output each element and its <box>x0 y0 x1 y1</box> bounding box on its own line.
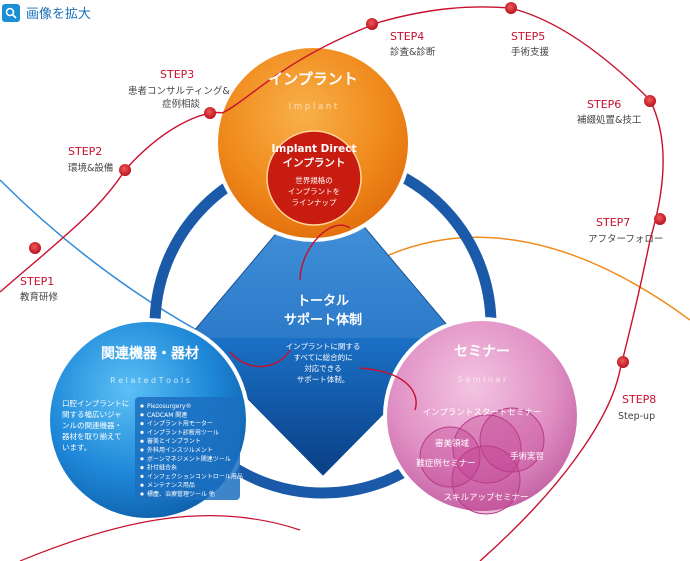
related-intro-3: ンルの関連機器・ <box>62 420 122 430</box>
step7-desc: アフターフォロー <box>588 234 663 245</box>
center-body-2: すべてに総合的に <box>293 352 352 362</box>
step2-dot <box>119 164 131 176</box>
step6-dot <box>644 95 656 107</box>
seminar-circle <box>383 317 581 515</box>
seminar-subtitle: S e m i n a r <box>458 375 507 384</box>
related-item-bullet <box>140 404 144 408</box>
related-item: インプラント診断用ツール <box>147 428 219 436</box>
implant-tagline-1: 世界規格の <box>295 175 333 185</box>
search-icon <box>2 3 20 22</box>
related-item-bullet <box>140 430 144 434</box>
step5-desc: 手術支援 <box>511 46 550 58</box>
related-subtitle: R e l a t e d T o o l s <box>110 376 190 385</box>
related-intro-5: います。 <box>62 443 91 452</box>
related-intro-1: 口腔インプラントに <box>62 398 129 408</box>
related-item-bullet <box>140 483 144 487</box>
related-item: ボーンマネジメント関連ツール <box>147 455 231 463</box>
zoom-image-label: 画像を拡大 <box>26 7 92 22</box>
related-item: インプラント用モーター <box>147 420 213 428</box>
related-item-bullet <box>140 492 144 496</box>
step8-desc: Step-up <box>618 411 655 422</box>
step3-label: STEP3 <box>160 68 194 81</box>
related-item: 針付縫合糸 <box>147 464 177 472</box>
seminar-title: セミナー <box>454 344 510 360</box>
step1-dot <box>29 242 41 254</box>
related-item: メンテナンス用品 <box>147 482 195 489</box>
step1-label: STEP1 <box>20 275 54 288</box>
inner-arrow-curve-3 <box>359 367 417 411</box>
step3-desc-2: 症例相談 <box>162 98 201 110</box>
related-item: CADCAM 関連 <box>147 411 187 419</box>
inner-arrow-curve-2 <box>229 349 291 368</box>
step4-dot <box>366 18 378 30</box>
step5-label: STEP5 <box>511 30 545 43</box>
seminar-item-aesthetic: 審美領域 <box>435 438 470 449</box>
implant-subtitle: I m p l a n t <box>289 102 338 112</box>
step6-label: STEP6 <box>587 98 621 111</box>
step7-label: STEP7 <box>596 216 630 229</box>
step3-dot <box>204 107 216 119</box>
related-title: 関連機器・器材 <box>101 345 199 362</box>
related-intro-2: 関する幅広いジャ <box>62 409 122 419</box>
related-item-bullet <box>140 457 144 461</box>
step2-label: STEP2 <box>68 145 102 158</box>
step-dots <box>29 2 666 368</box>
step3-desc-1: 患者コンサルティング& <box>128 85 230 97</box>
step6-desc: 補綴処置&技工 <box>577 114 642 126</box>
step5-dot <box>505 2 517 14</box>
related-item-bullet <box>140 474 144 478</box>
step8-dot <box>617 356 629 368</box>
related-item: インフェクションコントロール用品 <box>147 473 243 480</box>
related-item-bullet <box>140 439 144 443</box>
related-item: 審美とインプラント <box>147 437 201 445</box>
step8-label: STEP8 <box>622 393 656 406</box>
step2-desc: 環境&設備 <box>68 162 113 174</box>
step1-desc: 教育研修 <box>20 291 59 303</box>
lower-red-curve <box>19 514 301 561</box>
related-item-bullet <box>140 413 144 417</box>
seminar-overlap-circles <box>419 407 545 515</box>
implant-tagline-2: インプラントを <box>288 187 340 196</box>
related-intro-4: 器材を取り揃えて <box>62 431 122 441</box>
related-item: 外科用インスツルメント <box>147 446 213 454</box>
implant-brand-line2: インプラント <box>283 156 346 169</box>
implant-brand-line1: Implant Direct <box>271 143 356 155</box>
seminar-item-start: インプラントスタートセミナー <box>423 408 542 418</box>
implant-title: インプラント <box>268 70 358 88</box>
center-title-2: サポート体制 <box>284 312 362 328</box>
related-item-bullet <box>140 422 144 426</box>
seminar-item-difficult: 難症例セミナー <box>416 458 476 469</box>
related-item: Piezosurgery® <box>147 403 191 410</box>
center-body-1: インプラントに関する <box>286 342 361 351</box>
related-item-bullet <box>140 466 144 470</box>
zoom-image-button[interactable]: 画像を拡大 <box>2 3 91 22</box>
seminar-item-skillup: スキルアップセミナー <box>443 493 528 503</box>
center-title-1: トータル <box>297 294 349 309</box>
center-body-3: 対応できる <box>304 363 341 373</box>
inner-arrow-curve <box>299 224 351 281</box>
seminar-item-surgery: 手術実習 <box>510 451 544 462</box>
step4-desc: 診査&診断 <box>390 46 436 58</box>
related-item: 標塵、治療管理ツール 他 <box>147 490 215 498</box>
implant-direct-badge <box>266 130 362 226</box>
implant-tagline-3: ラインナップ <box>292 198 337 207</box>
related-item-bullet <box>140 448 144 452</box>
center-body-4: サポート体制。 <box>297 374 350 384</box>
step4-label: STEP4 <box>390 30 424 43</box>
step7-dot <box>654 213 666 225</box>
related-items-box <box>135 397 240 500</box>
